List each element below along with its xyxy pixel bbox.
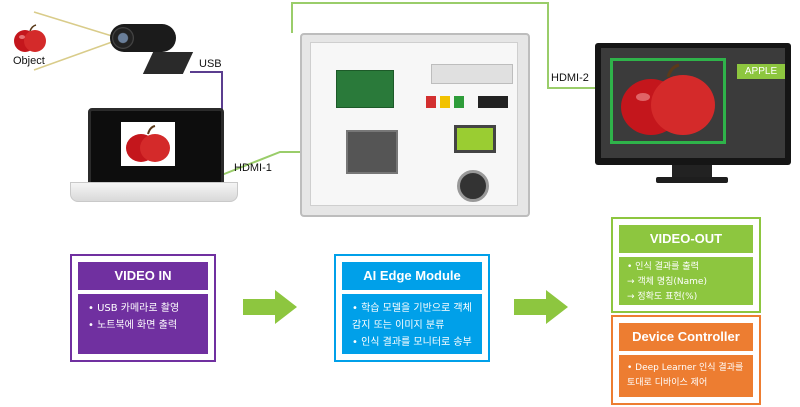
device-controller-box: Device Controller • Deep Learner 인식 결과를 … (611, 315, 761, 405)
video-out-line: • 인식 결과를 출력 (627, 262, 699, 272)
monitor-apple-image (613, 61, 723, 141)
video-in-box: VIDEO IN • USB 카메라로 촬영 • 노트북에 화면 출력 (70, 254, 216, 362)
motor-knob (457, 170, 489, 202)
detection-label: APPLE (737, 64, 785, 79)
ai-edge-line: • 인식 결과를 모니터로 송부 (352, 337, 472, 348)
video-out-line: → 정확도 표현(%) (627, 292, 698, 302)
ai-edge-line: • 학습 모델을 기반으로 객체 (352, 303, 472, 314)
device-controller-title: Device Controller (619, 323, 753, 351)
flow-arrow-1 (243, 290, 297, 324)
video-out-line: → 객체 명칭(Name) (627, 277, 707, 287)
device-controller-line: • Deep Learner 인식 결과를 (627, 363, 744, 373)
monitor-stand (672, 165, 712, 177)
trainer-speaker (431, 64, 513, 84)
raspberry-pi-board (336, 70, 394, 108)
webcam-lens-icon (112, 27, 134, 49)
video-in-line: • USB 카메라로 촬영 (88, 303, 180, 314)
video-out-body: • 인식 결과를 출력 → 객체 명칭(Name) → 정확도 표현(%) (619, 257, 753, 305)
device-controller-line: 토대로 디바이스 제어 (627, 378, 708, 388)
jetson-module (346, 130, 398, 174)
laptop-base (70, 182, 238, 202)
graphic-lcd (454, 125, 496, 153)
video-in-body: • USB 카메라로 촬영 • 노트북에 화면 출력 (78, 294, 208, 354)
device-controller-body: • Deep Learner 인식 결과를 토대로 디바이스 제어 (619, 355, 753, 397)
video-in-line: • 노트북에 화면 출력 (88, 320, 178, 331)
detection-box (610, 58, 726, 144)
video-out-title: VIDEO-OUT (619, 225, 753, 253)
apple-object-icon (14, 24, 46, 52)
laptop-apple-image (121, 122, 175, 166)
seven-segment-display (478, 96, 508, 108)
ai-edge-title: AI Edge Module (342, 262, 482, 290)
monitor-foot (656, 177, 728, 183)
hdmi1-label: HDMI-1 (234, 162, 272, 174)
lamp-green (454, 96, 464, 108)
object-label: Object (13, 55, 45, 67)
ai-edge-line: 감지 또는 이미지 분류 (352, 320, 445, 331)
video-in-title: VIDEO IN (78, 262, 208, 290)
ai-edge-module-box: AI Edge Module • 학습 모델을 기반으로 객체 감지 또는 이미… (334, 254, 490, 362)
ai-edge-body: • 학습 모델을 기반으로 객체 감지 또는 이미지 분류 • 인식 결과를 모… (342, 294, 482, 354)
lamp-red (426, 96, 436, 108)
video-out-box: VIDEO-OUT • 인식 결과를 출력 → 객체 명칭(Name) → 정확… (611, 217, 761, 313)
usb-label: USB (199, 58, 222, 70)
hdmi2-label: HDMI-2 (551, 72, 589, 84)
flow-arrow-2 (514, 290, 568, 324)
lamp-yellow (440, 96, 450, 108)
